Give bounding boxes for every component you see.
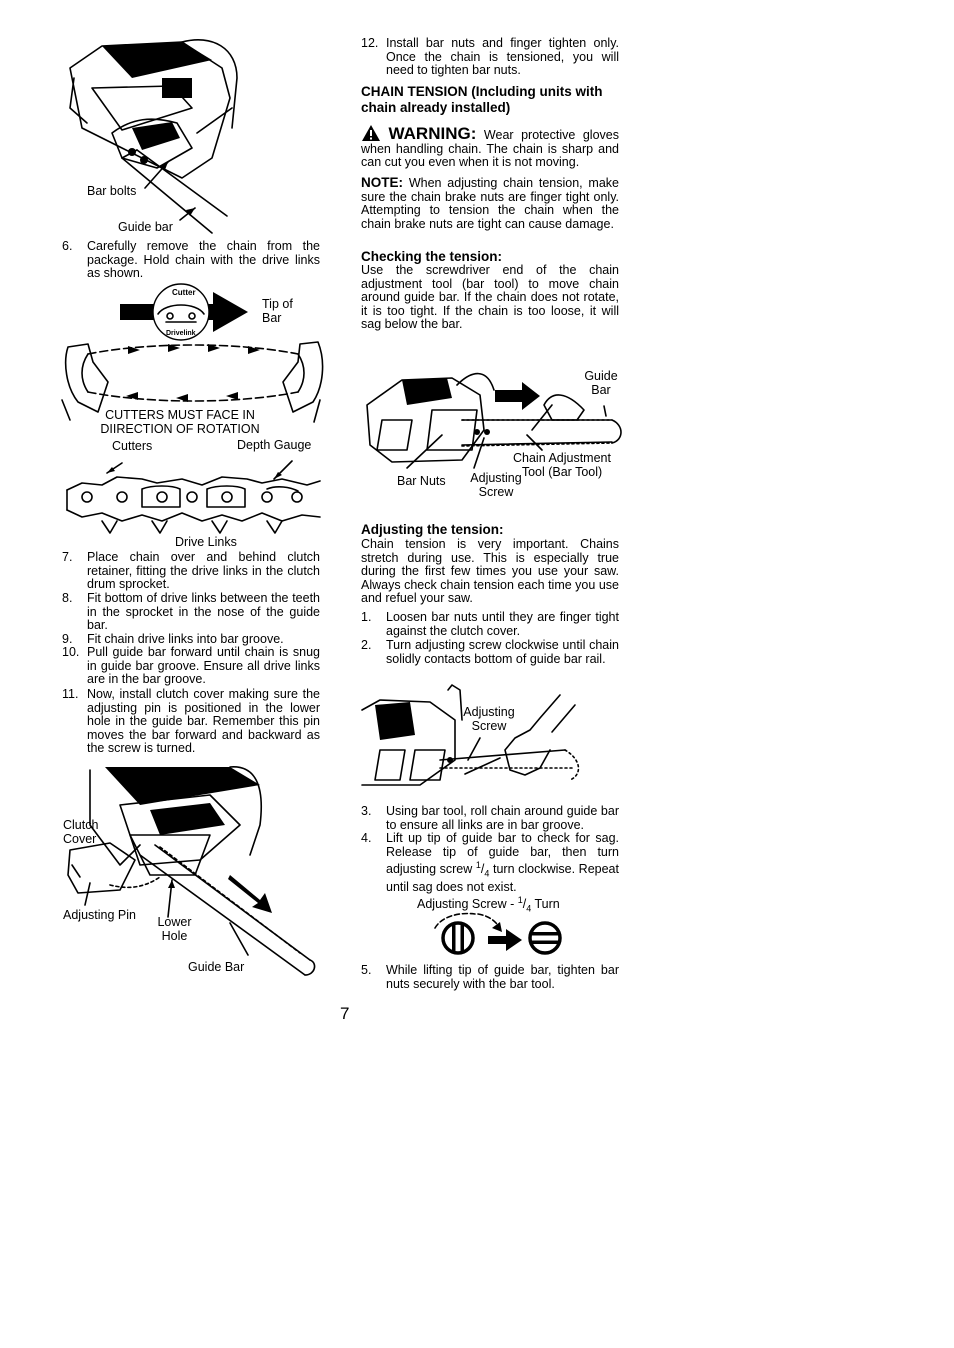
step-text: While lifting tip of guide bar, tighten … <box>386 963 619 991</box>
step-text: Fit bottom of drive links between the te… <box>87 591 320 632</box>
step-10: 10. Pull guide bar forward until chain i… <box>62 645 320 687</box>
label-clutch-cover: Clutch Cover <box>63 818 99 846</box>
step-text: Install bar nuts and finger tighten only… <box>386 36 619 77</box>
note-label: NOTE: <box>361 175 403 190</box>
warning-triangle-icon <box>362 125 380 141</box>
clutch-cover-illustration <box>67 766 316 976</box>
step-4-fraction-numerator: 1 <box>475 860 481 870</box>
adjusting-screw-illustration <box>361 684 580 786</box>
step-12: 12. Install bar nuts and finger tighten … <box>361 36 619 78</box>
warning-label: WARNING: <box>388 124 477 143</box>
step-9: 9. Fit chain drive links into bar groove… <box>62 632 320 647</box>
step-text: Turn adjusting screw clockwise until cha… <box>386 638 619 666</box>
step-text: Using bar tool, roll chain around guide … <box>386 804 619 832</box>
label-tip-of-bar: Tip of Bar <box>262 297 293 325</box>
quarter-turn-caption: Adjusting Screw - 1/4 Turn <box>417 895 560 914</box>
adjust-step-4: 4. Lift up tip of guide bar to check for… <box>361 831 619 895</box>
label-bar-nuts: Bar Nuts <box>397 474 446 488</box>
step-number: 4. <box>361 831 372 845</box>
label-bar-bolts: Bar bolts <box>87 184 137 198</box>
step-text: Fit chain drive links into bar groove. <box>87 632 284 646</box>
label-cutter-tag: Cutter <box>172 288 196 297</box>
step-text: Now, install clutch cover making sure th… <box>87 687 320 755</box>
label-adjusting-screw-fig4: Adjusting Screw <box>470 471 522 499</box>
step-number: 9. <box>62 632 73 646</box>
step-text: Lift up tip of guide bar to check for sa… <box>386 831 619 895</box>
label-lower-hole: Lower Hole <box>157 915 192 943</box>
adjust-step-2: 2. Turn adjusting screw clockwise until … <box>361 638 619 666</box>
label-guide-bar: Guide bar <box>118 220 173 234</box>
step-text: Pull guide bar forward until chain is sn… <box>87 645 320 686</box>
adjusting-tension-heading: Adjusting the tension: <box>361 522 504 537</box>
step-7: 7. Place chain over and behind clutch re… <box>62 550 320 592</box>
label-drivelink-tag: Drivelink <box>166 330 196 337</box>
adjusting-tension-text: Chain tension is very important. Chains … <box>361 537 619 605</box>
label-guide-bar-fig3: Guide Bar <box>188 960 245 974</box>
step-4-fraction-denominator: 4 <box>484 868 490 879</box>
label-depth-gauge: Depth Gauge <box>237 438 312 452</box>
chain-tension-heading: CHAIN TENSION (Including units with chai… <box>361 84 603 115</box>
step-number: 12. <box>361 36 379 50</box>
step-number: 2. <box>361 638 372 652</box>
step-number: 10. <box>62 645 80 659</box>
note-block: NOTE: When adjusting chain tension, make… <box>361 176 619 231</box>
label-drive-links: Drive Links <box>175 535 237 549</box>
caption-after: Turn <box>534 897 560 912</box>
step-number: 5. <box>361 963 372 977</box>
label-cutters-must-face: CUTTERS MUST FACE IN DIIRECTION OF ROTAT… <box>90 408 270 436</box>
caption-line-2: DIIRECTION OF ROTATION <box>100 422 260 436</box>
checking-tension-illustration <box>366 372 622 469</box>
label-adjusting-pin: Adjusting Pin <box>63 908 136 922</box>
step-number: 11. <box>62 687 79 701</box>
step-11: 11. Now, install clutch cover making sur… <box>62 687 320 756</box>
checking-tension-heading: Checking the tension: <box>361 249 503 264</box>
label-chain-adjustment-tool: Chain Adjustment Tool (Bar Tool) <box>513 451 611 479</box>
label-guide-bar-fig4: Guide Bar <box>584 369 618 397</box>
warning-block: WARNING: Wear protective gloves when han… <box>361 124 619 170</box>
step-8: 8. Fit bottom of drive links between the… <box>62 591 320 633</box>
chain-links-illustration <box>66 460 321 534</box>
step-text: Loosen bar nuts until they are finger ti… <box>386 610 619 638</box>
label-adjusting-screw-fig5: Adjusting Screw <box>463 705 515 733</box>
caption-fraction-denominator: 4 <box>526 903 532 914</box>
page-number: 7 <box>340 1004 350 1023</box>
checking-tension-text: Use the screwdriver end of the chain adj… <box>361 263 619 331</box>
step-text: Carefully remove the chain from the pack… <box>87 239 320 280</box>
step-number: 3. <box>361 804 372 818</box>
chain-direction-illustration <box>61 283 324 423</box>
adjust-step-3: 3. Using bar tool, roll chain around gui… <box>361 804 619 832</box>
saw-bar-bolts-illustration <box>69 38 238 234</box>
caption-line-1: CUTTERS MUST FACE IN <box>105 408 255 422</box>
step-4-text-after: turn clockwise. Repeat until sag does no… <box>386 862 619 895</box>
caption-before: Adjusting Screw - <box>417 897 515 912</box>
adjust-step-5: 5. While lifting tip of guide bar, tight… <box>361 963 619 991</box>
step-6: 6. Carefully remove the chain from the p… <box>62 239 320 281</box>
warning-text: Wear protective gloves when handling cha… <box>361 128 619 169</box>
label-cutters: Cutters <box>112 439 153 453</box>
step-number: 8. <box>62 591 73 605</box>
step-number: 7. <box>62 550 73 564</box>
quarter-turn-icon <box>434 912 562 955</box>
step-number: 1. <box>361 610 372 624</box>
caption-fraction-numerator: 1 <box>517 895 523 905</box>
leader-lines-fig1 <box>144 161 196 221</box>
step-4-text-before: Lift up tip of guide bar to check for sa… <box>386 831 619 877</box>
adjust-step-1: 1. Loosen bar nuts until they are finger… <box>361 610 619 638</box>
step-number: 6. <box>62 239 73 253</box>
step-text: Place chain over and behind clutch retai… <box>87 550 320 591</box>
note-text: When adjusting chain tension, make sure … <box>361 176 620 231</box>
